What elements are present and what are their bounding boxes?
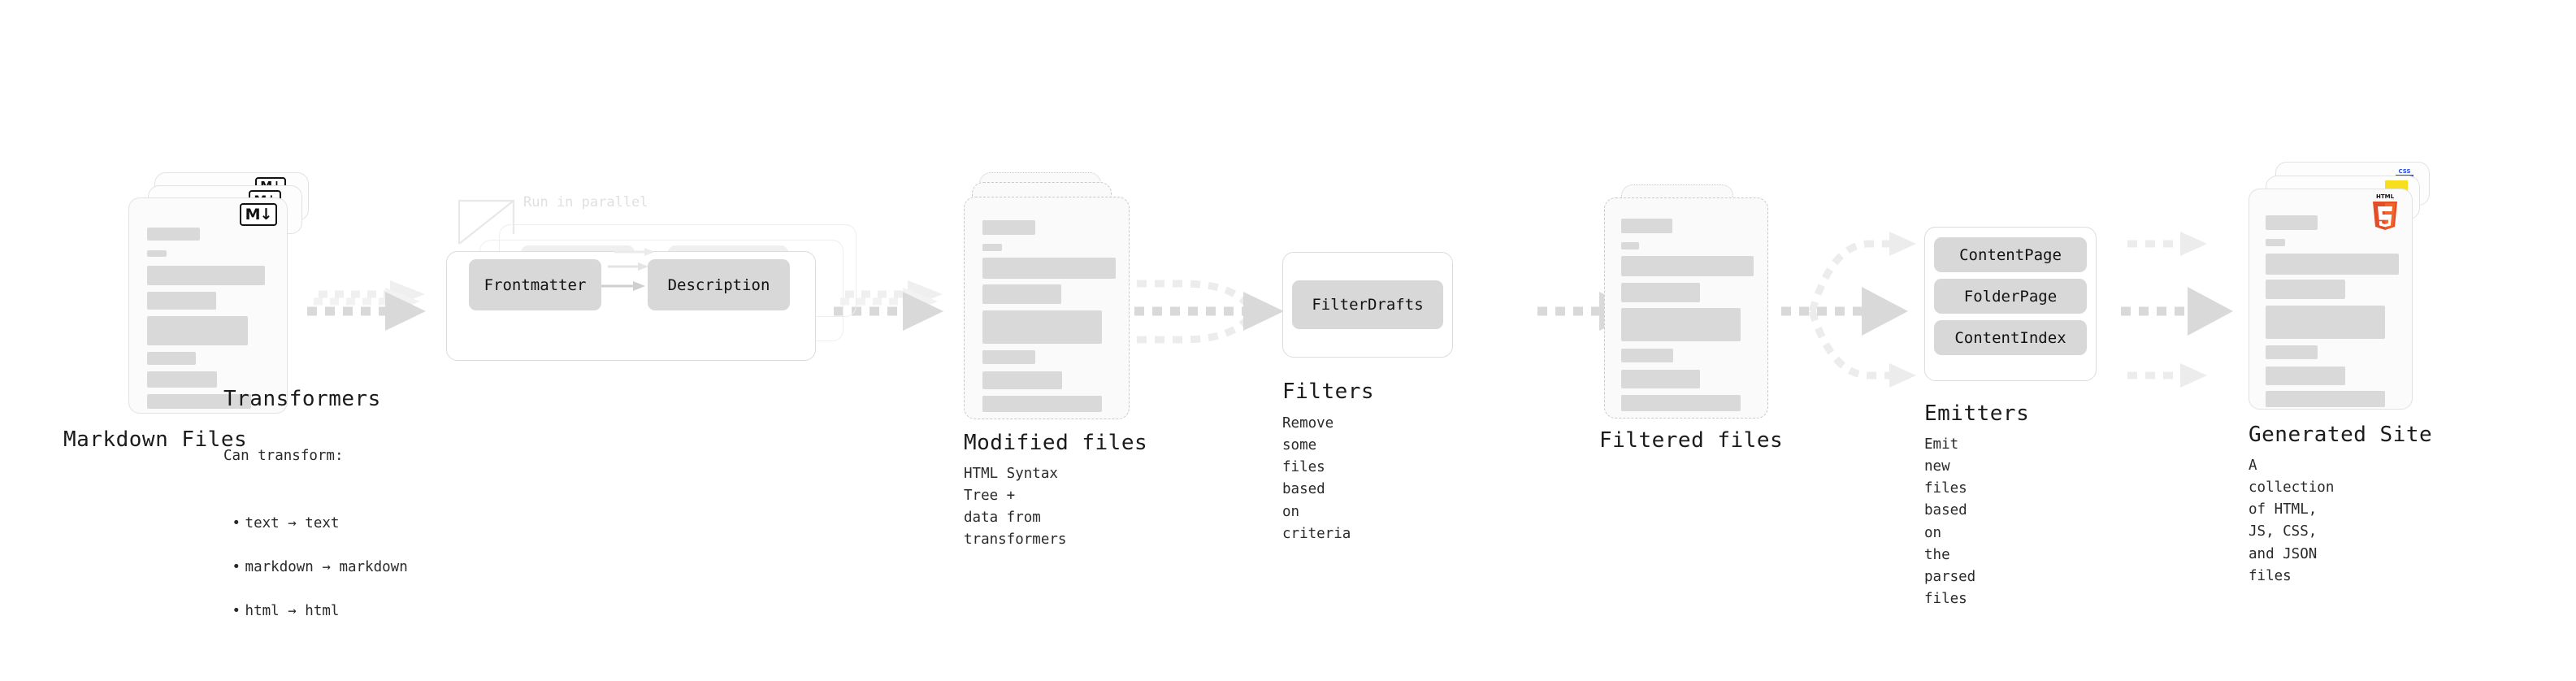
skeleton-bar [1621, 256, 1754, 276]
skeleton-bar [147, 371, 217, 388]
skeleton-bar [2266, 254, 2399, 275]
stage-title-filtered-files: Filtered files [1599, 428, 1784, 453]
skeleton-bar [147, 266, 265, 285]
skeleton-bar [147, 292, 216, 310]
transformers-desc-heading: Can transform: [223, 448, 344, 465]
arrow-emitters-to-site [2121, 232, 2233, 388]
stage-desc-transformers: Can transform: • text → text • markdown … [223, 423, 408, 666]
skeleton-bar [2266, 367, 2345, 385]
stage-title-modified-files: Modified files [964, 431, 1148, 455]
transformers-bullet-1: • markdown → markdown [223, 558, 408, 575]
skeleton-bar [147, 316, 248, 345]
skeleton-bar [982, 258, 1116, 279]
stage-title-generated-site: Generated Site [2249, 423, 2433, 447]
skeleton-bar [982, 284, 1061, 304]
skeleton-bar [982, 396, 1102, 412]
skeleton-bar [147, 250, 167, 257]
stage-title-emitters: Emitters [1924, 401, 2030, 426]
skeleton-bar [1621, 242, 1639, 249]
emitter-chip-contentindex[interactable]: ContentIndex [1934, 320, 2087, 355]
skeleton-bar [2266, 280, 2345, 299]
skeleton-bar [147, 352, 196, 365]
skeleton-bar [147, 228, 200, 241]
skeleton-bar [982, 220, 1035, 235]
emitter-chip-contentpage[interactable]: ContentPage [1934, 237, 2087, 272]
stage-title-markdown-files: Markdown Files [63, 427, 248, 452]
svg-text:CSS: CSS [2398, 168, 2410, 175]
arrow-markdown-to-transformers [307, 280, 426, 331]
stage-title-transformers: Transformers [223, 387, 381, 411]
skeleton-bar [1621, 283, 1700, 302]
run-in-parallel-label: Run in parallel [523, 194, 648, 210]
skeleton-bar [2266, 215, 2318, 230]
modified-card-front [964, 197, 1130, 419]
skeleton-bar [147, 394, 251, 409]
transformers-bullet-0: • text → text [223, 514, 340, 531]
skeleton-bar [2266, 345, 2318, 359]
filter-chip-filterdrafts[interactable]: FilterDrafts [1292, 280, 1443, 329]
transformer-chip-description[interactable]: Description [648, 259, 790, 310]
markdown-card-front [128, 197, 288, 414]
skeleton-bar [1621, 219, 1672, 233]
stage-desc-generated-site: A collection of HTML, JS, CSS, and JSON … [2249, 458, 2335, 584]
filtered-card-front [1604, 197, 1768, 419]
skeleton-bar [982, 310, 1102, 344]
arrow-filtered-to-emitters [1781, 232, 1916, 388]
skeleton-bar [2266, 306, 2385, 339]
stage-title-filters: Filters [1282, 380, 1375, 404]
skeleton-bar [1621, 308, 1741, 341]
skeleton-bar [1621, 370, 1700, 388]
transformer-chip-frontmatter[interactable]: Frontmatter [469, 259, 601, 310]
skeleton-bar [2266, 239, 2285, 246]
skeleton-bar [1621, 349, 1673, 362]
skeleton-bar [982, 350, 1035, 364]
skeleton-bar [982, 371, 1062, 389]
skeleton-bar [2266, 391, 2385, 407]
svg-text:HTML: HTML [2376, 193, 2395, 200]
skeleton-bar [982, 244, 1002, 251]
skeleton-bar [1621, 395, 1741, 411]
arrow-modified-to-filters [1134, 280, 1284, 344]
stage-desc-modified-files: HTML Syntax Tree + data from transformer… [964, 466, 1067, 549]
stage-desc-emitters: Emit new files based on the parsed files [1924, 436, 1976, 607]
transformers-bullet-2: • html → html [223, 603, 340, 619]
html5-icon: HTML [2369, 192, 2401, 232]
markdown-icon: M↓ [240, 203, 277, 226]
stage-desc-filters: Remove some files based on criteria [1282, 415, 1351, 542]
emitter-chip-folderpage[interactable]: FolderPage [1934, 279, 2087, 314]
